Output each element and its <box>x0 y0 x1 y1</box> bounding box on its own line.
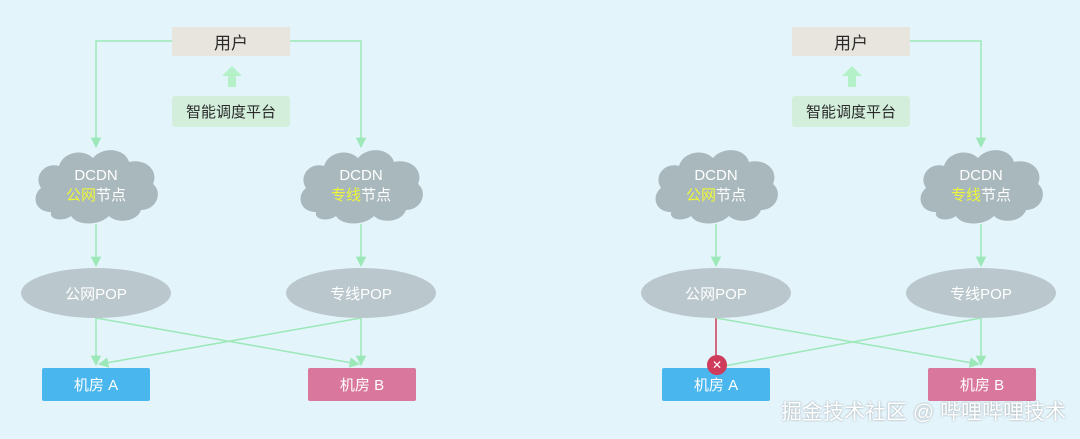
pop-private-node: 专线POP <box>286 268 436 318</box>
cloud-title: DCDN <box>694 167 738 184</box>
arrow-up-icon <box>222 66 242 87</box>
cloud-private-node: DCDN 专线节点 <box>914 146 1048 226</box>
cloud-highlight: 公网 <box>65 187 96 204</box>
cloud-shape <box>35 150 158 224</box>
diagram-failover: 用户 智能调度平台 DCDN 公网节点 DCDN 专线节点 公网POP 专线PO… <box>620 0 1080 439</box>
cloud-public-node: DCDN 公网节点 <box>29 146 163 226</box>
room-b-node: 机房 B <box>928 368 1036 401</box>
cloud-shape <box>655 150 778 224</box>
room-a-node: 机房 A <box>42 368 150 401</box>
cloud-shape <box>300 150 423 224</box>
edge-private-pop-to-room-a <box>723 317 982 367</box>
user-node: 用户 <box>172 27 290 56</box>
close-icon: ✕ <box>707 355 727 375</box>
edge-private-pop-to-room-a <box>97 317 362 368</box>
cloud-shape <box>920 150 1043 224</box>
scheduler-node: 智能调度平台 <box>172 96 290 127</box>
cloud-title: DCDN <box>74 167 118 184</box>
cloud-highlight: 专线 <box>950 187 981 204</box>
edge-user-to-private-cloud <box>290 40 367 149</box>
pop-public-node: 公网POP <box>641 268 791 318</box>
connector-lines <box>90 40 367 368</box>
cloud-suffix: 节点 <box>361 187 392 204</box>
watermark: 掘金技术社区 @ 哔哩哔哩技术 <box>781 401 1066 424</box>
cloud-public-node: DCDN 公网节点 <box>649 146 783 226</box>
connector-lines <box>710 40 987 368</box>
cloud-suffix: 节点 <box>716 187 747 204</box>
pop-private-node: 专线POP <box>906 268 1056 318</box>
cloud-highlight: 专线 <box>330 187 361 204</box>
edge-user-to-private-cloud <box>910 40 987 149</box>
edge-user-to-public-cloud <box>90 40 172 149</box>
edge-public-pop-to-room-b <box>715 317 981 368</box>
pop-public-node: 公网POP <box>21 268 171 318</box>
cloud-private-node: DCDN 专线节点 <box>294 146 428 226</box>
diagram-normal: 用户 智能调度平台 DCDN 公网节点 DCDN 专线节点 公网POP 专线PO… <box>21 27 436 401</box>
cloud-title: DCDN <box>959 167 1003 184</box>
cloud-suffix: 节点 <box>981 187 1012 204</box>
cloud-highlight: 公网 <box>685 187 716 204</box>
scheduler-node: 智能调度平台 <box>792 96 910 127</box>
room-b-node: 机房 B <box>308 368 416 401</box>
user-node: 用户 <box>792 27 910 56</box>
cloud-title: DCDN <box>339 167 383 184</box>
arrow-up-icon <box>842 66 862 87</box>
cloud-suffix: 节点 <box>96 187 127 204</box>
